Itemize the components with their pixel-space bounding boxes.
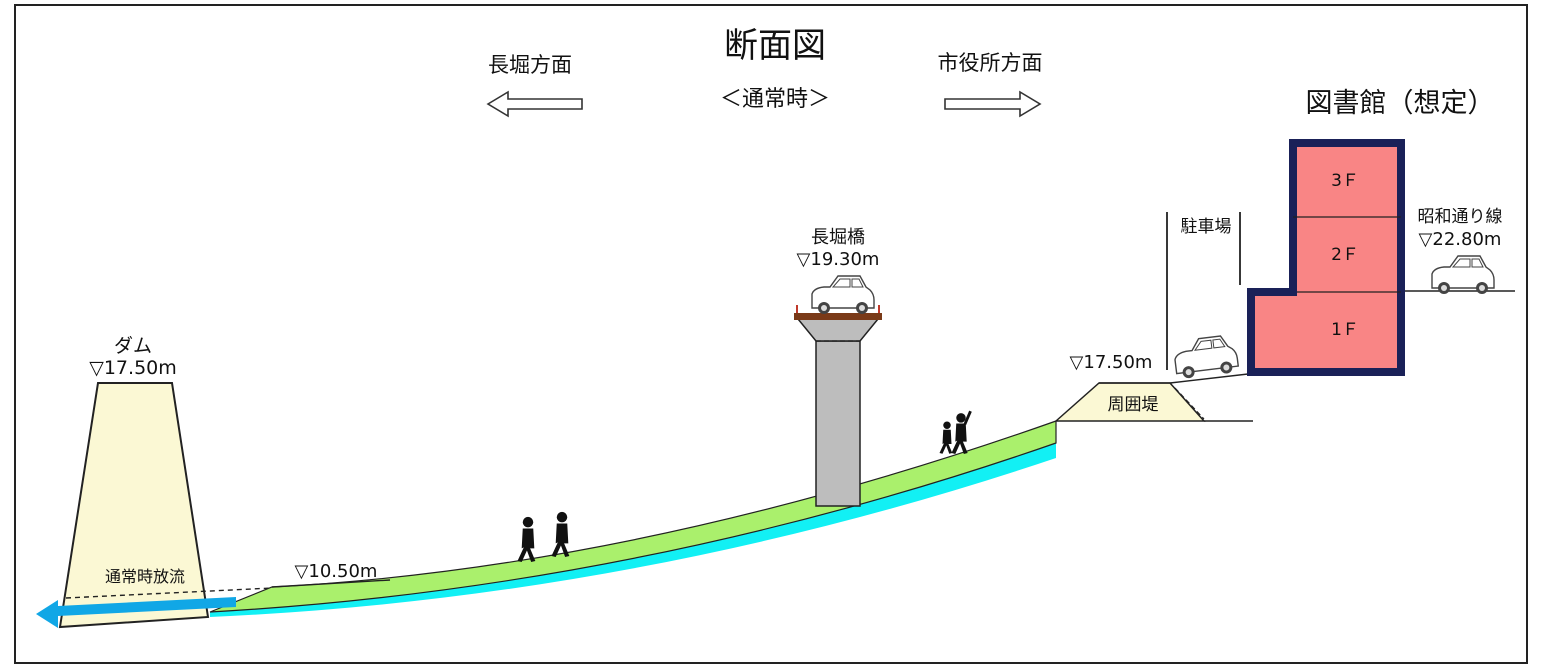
bridge-deck bbox=[794, 313, 882, 320]
road-label: 昭和通り線 bbox=[1418, 207, 1503, 227]
pedestrian-icon bbox=[551, 511, 570, 558]
normal-water-line bbox=[65, 587, 273, 599]
library-floor-2: 2Ｆ bbox=[1331, 245, 1359, 265]
riverbed-level: ▽10.50m bbox=[295, 561, 378, 582]
dam-label: ダム bbox=[114, 335, 152, 357]
bridge-level: ▽19.30m bbox=[797, 249, 880, 270]
pedestrian-icon bbox=[939, 421, 953, 454]
bridge-label: 長堀橋 bbox=[811, 227, 865, 248]
road-level: ▽22.80m bbox=[1419, 229, 1502, 250]
car-icon bbox=[1172, 333, 1240, 381]
riverbed-level-line bbox=[271, 579, 391, 588]
parking-label: 駐車場 bbox=[1181, 217, 1232, 237]
library-floor-3: 3Ｆ bbox=[1331, 171, 1359, 191]
bridge-pier-cap bbox=[796, 318, 880, 342]
dam-body bbox=[58, 382, 210, 629]
levee-label: 周囲堤 bbox=[1108, 395, 1159, 415]
arrow-right-icon bbox=[944, 90, 1042, 118]
levee-level: ▽17.50m bbox=[1070, 352, 1153, 373]
outflow-arrow-icon bbox=[36, 597, 236, 628]
diagram-border bbox=[14, 4, 1528, 664]
library-floor-1: 1Ｆ bbox=[1331, 320, 1359, 340]
direction-right-label: 市役所方面 bbox=[938, 51, 1043, 75]
library-building bbox=[1247, 139, 1405, 376]
dam-level: ▽17.50m bbox=[89, 357, 177, 379]
diagram-subtitle: ＜通常時＞ bbox=[720, 87, 830, 112]
library-title: 図書館（想定） bbox=[1306, 88, 1495, 119]
car-icon bbox=[811, 275, 875, 315]
pedestrian-icon bbox=[517, 516, 536, 563]
dam-discharge-label: 通常時放流 bbox=[105, 567, 185, 586]
diagram-title: 断面図 bbox=[724, 26, 826, 66]
bridge-pillar bbox=[815, 340, 861, 507]
car-icon bbox=[1431, 255, 1495, 295]
arrow-left-icon bbox=[486, 90, 583, 118]
slope-bank bbox=[209, 420, 1057, 613]
pedestrian-icon bbox=[951, 410, 972, 454]
direction-left-label: 長堀方面 bbox=[488, 53, 572, 77]
